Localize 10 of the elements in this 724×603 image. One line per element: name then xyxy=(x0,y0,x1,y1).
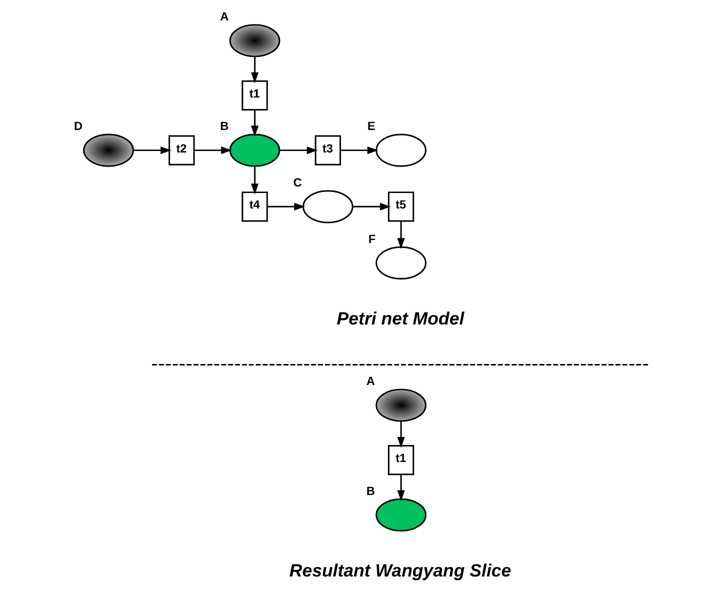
label: Resultant Wangyang Slice xyxy=(289,560,512,581)
node-label: E xyxy=(367,119,376,134)
node-label: D xyxy=(74,119,83,134)
node-label: A xyxy=(366,374,376,388)
node-label: B xyxy=(366,484,376,498)
label: Petri net Model xyxy=(336,308,464,329)
node-label: A xyxy=(220,9,229,24)
node-label: B xyxy=(220,119,229,134)
node-label: C xyxy=(293,175,302,190)
node-label: F xyxy=(368,232,376,246)
